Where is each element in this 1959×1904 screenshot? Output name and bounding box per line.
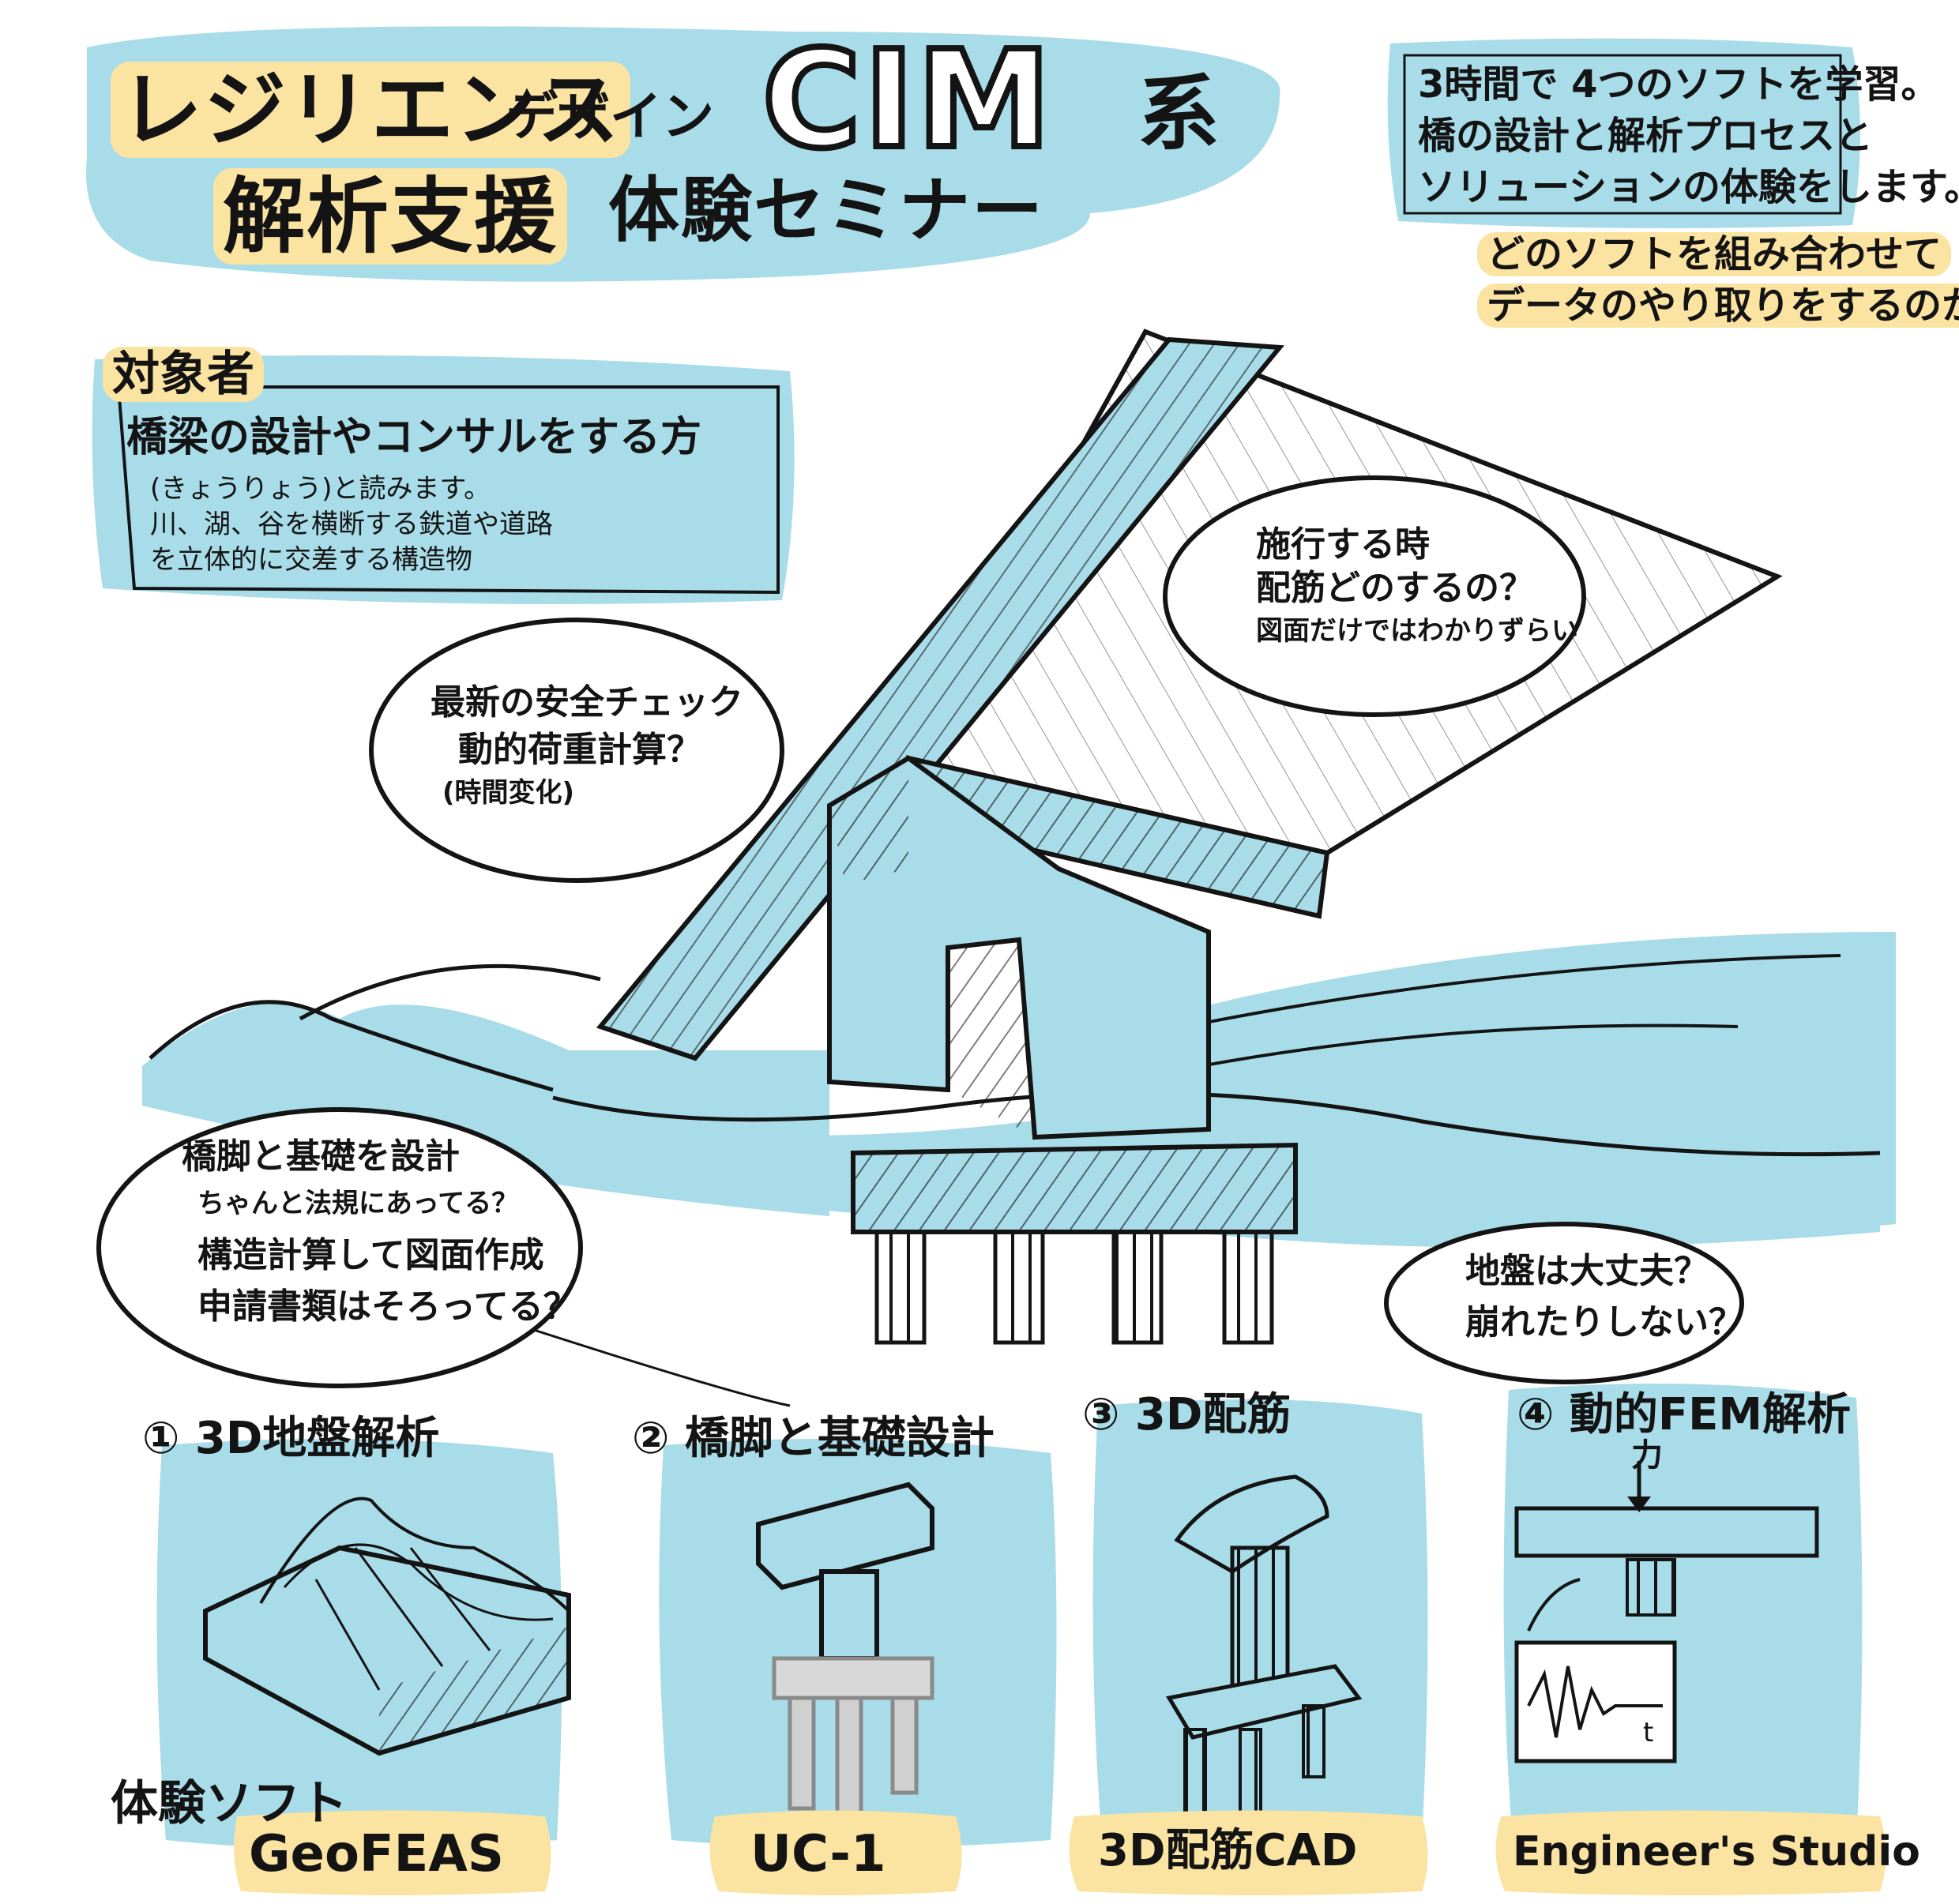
audience-note-1: (きょうりょう)と読みます。 bbox=[150, 473, 491, 505]
bridge-foundation bbox=[851, 1142, 1298, 1345]
step-3-label: ③ 3D配筋 bbox=[1082, 1389, 1292, 1440]
title-analysis-support: 解析支援 bbox=[213, 168, 568, 265]
bubble-pier-line-2: ちゃんと法規にあってる？ bbox=[197, 1188, 519, 1219]
bubble-construction-line-1: 施行する時 bbox=[1256, 524, 1430, 565]
bubble-pier-line-3: 構造計算して図面作成 bbox=[197, 1235, 544, 1275]
rebar-cage-icon bbox=[1166, 1474, 1363, 1826]
software-heading: 体験ソフト bbox=[111, 1776, 348, 1831]
bubble-pier-line-4: 申請書類はそろってる？ bbox=[197, 1286, 578, 1327]
force-label: 力 bbox=[1631, 1437, 1663, 1474]
software-engineers-studio: Engineer's Studio bbox=[1513, 1828, 1920, 1876]
bubble-pier-line-1: 橋脚と基礎を設計 bbox=[182, 1136, 460, 1177]
software-pads bbox=[234, 1810, 1886, 1895]
title-seminar: 体験セミナー bbox=[608, 169, 1044, 252]
time-axis-label: t bbox=[1643, 1717, 1654, 1748]
step-4-label: ④ 動的FEM解析 bbox=[1517, 1389, 1852, 1440]
audience-note-3: を立体的に交差する構造物 bbox=[150, 544, 472, 576]
software-3d-rebar-cad: 3D配筋CAD bbox=[1098, 1825, 1358, 1876]
title-resilience: レジリエンス bbox=[111, 62, 630, 158]
software-uc1: UC-1 bbox=[750, 1825, 886, 1883]
fem-load-graph-icon bbox=[1514, 1461, 1819, 1763]
title-kei: 系 bbox=[1137, 66, 1220, 162]
bubble-safety-line-2: 動的荷重計算？ bbox=[458, 730, 701, 770]
bubble-safety-line-3: (時間変化) bbox=[442, 777, 575, 809]
intro-line-5: データのやり取りをするのか bbox=[1477, 284, 1959, 328]
intro-line-1: 3時間で 4つのソフトを学習。 bbox=[1418, 62, 1939, 107]
step-1-label: ① 3D地盤解析 bbox=[142, 1413, 440, 1464]
intro-box bbox=[1387, 38, 1860, 228]
bubble-construction-line-2: 配筋どのするの？ bbox=[1256, 568, 1534, 608]
audience-note-2: 川、湖、谷を横断する鉄道や道路 bbox=[150, 509, 553, 540]
intro-line-2: 橋の設計と解析プロセスと bbox=[1418, 114, 1874, 158]
title-cim: CIM bbox=[759, 21, 1055, 181]
terrain-block-icon bbox=[203, 1497, 571, 1756]
pier-foundation-icon bbox=[756, 1482, 934, 1827]
bubble-safety-line-1: 最新の安全チェック bbox=[431, 682, 743, 723]
audience-bullet: 橋梁の設計やコンサルをする方 bbox=[126, 414, 702, 461]
step-2-label: ② 橋脚と基礎設計 bbox=[632, 1413, 995, 1464]
title-design: デザイン bbox=[506, 86, 714, 147]
bubble-ground-line-2: 崩れたりしない？ bbox=[1465, 1302, 1743, 1343]
bubble-construction-line-3: 図面だけではわかりずらい bbox=[1256, 615, 1578, 647]
software-geofeas: GeoFEAS bbox=[249, 1825, 504, 1883]
intro-line-3: ソリューションの体験をします。 bbox=[1418, 165, 1959, 209]
intro-line-4: どのソフトを組み合わせて bbox=[1477, 232, 1952, 276]
bridge-pier bbox=[827, 755, 1211, 1140]
bubble-ground-line-1: 地盤は大丈夫？ bbox=[1465, 1251, 1709, 1291]
bubble-outlines bbox=[96, 475, 1744, 1388]
audience-heading: 対象者 bbox=[103, 347, 264, 402]
audience-box bbox=[92, 355, 795, 604]
